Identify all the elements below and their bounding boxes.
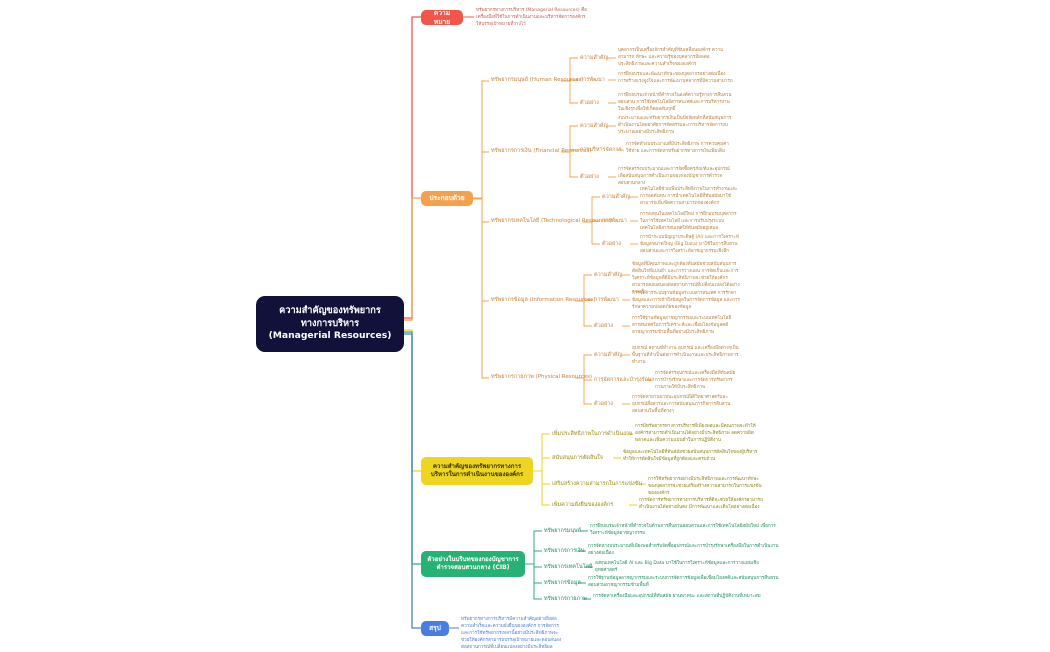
resource-financial-label[interactable]: ทรัพยากรการเงิน (Financial Resources) [491, 148, 592, 154]
resource-info-sub-2-label[interactable]: ตัวอย่าง [594, 323, 613, 329]
resource-physical-label[interactable]: ทรัพยากรกายภาพ (Physical Resources) [491, 374, 593, 380]
resource-tech-sub-1-label[interactable]: การพัฒนา [602, 218, 627, 224]
cib-item-0-label[interactable]: ทรัพยากรมนุษย์ [544, 528, 582, 534]
branch-cib-label[interactable]: ตัวอย่างในบริบทของกองบัญชาการตำรวจสอบสวน… [421, 551, 525, 577]
importance-item-3-detail: การจัดการทรัพยากรทางการบริหารที่ดีจะช่วย… [639, 498, 763, 510]
cib-item-4-label[interactable]: ทรัพยากรกายภาพ [544, 596, 587, 602]
importance-item-2-detail: การใช้ทรัพยากรอย่างมีประสิทธิภาพและการพั… [648, 477, 762, 496]
resource-physical-sub-2-label[interactable]: ตัวอย่าง [594, 401, 613, 407]
branch-importance-label[interactable]: ความสำคัญของทรัพยากรทางการบริหารในการดำเ… [421, 457, 533, 485]
resource-human-sub-2-label[interactable]: ตัวอย่าง [580, 100, 599, 106]
resource-human-sub-1-detail: การฝึกอบรมและพัฒนาทักษะของบุคลากรอย่างต่… [618, 72, 733, 84]
resource-tech-sub-2-detail: การนำระบบปัญญาประดิษฐ์ (AI) และการวิเครา… [640, 235, 739, 254]
resource-tech-sub-2-label[interactable]: ตัวอย่าง [602, 241, 621, 247]
resource-tech-sub-0-detail: เทคโนโลยีช่วยเพิ่มประสิทธิภาพในการทำงานแ… [640, 187, 738, 206]
resource-info-sub-1-detail: การจัดการระบบฐานข้อมูลระบบสารสนเทศ การรั… [632, 291, 740, 310]
resource-technological-label[interactable]: ทรัพยากรเทคโนโลยี (Technological Resourc… [491, 218, 613, 224]
branch-meaning-label[interactable]: ความหมาย [421, 9, 463, 26]
cib-item-3-detail: การใช้ฐานข้อมูลอาชญากรรมและระบบการจัดการ… [588, 576, 779, 588]
resource-info-sub-2-detail: การใช้ฐานข้อมูลอาชญากรรมและระบบเทคโนโลยี… [632, 316, 732, 335]
cib-item-4-detail: การจัดหาเครื่องมือและอุปกรณ์ที่ทันสมัย ย… [593, 594, 761, 599]
importance-item-0-label[interactable]: เพิ่มประสิทธิภาพในการดำเนินงาน [552, 431, 633, 437]
root-line-1: ความสำคัญของทรัพยากร [279, 305, 381, 317]
resource-information-label[interactable]: ทรัพยากรข้อมูล (Information Resources) [491, 297, 596, 303]
branch-conclusion-detail: ทรัพยากรทางการบริหารมีความสำคัญอย่างยิ่ง… [461, 617, 562, 650]
resource-physical-sub-1-detail: การจัดสรรอุปกรณ์และเครื่องมือที่ทันสมัยก… [655, 371, 736, 390]
resource-tech-sub-0-label[interactable]: ความสำคัญ [602, 194, 631, 200]
resource-financial-sub-0-label[interactable]: ความสำคัญ [580, 123, 609, 129]
resource-tech-sub-1-detail: การลงทุนในเทคโนโลยีใหม่ การฝึกอบรมบุคลาก… [640, 212, 737, 231]
importance-item-1-label[interactable]: สนับสนุนการตัดสินใจ [552, 455, 604, 461]
importance-item-3-label[interactable]: เพิ่มความยั่งยืนขององค์กร [552, 502, 614, 508]
resource-human-sub-1-label[interactable]: การพัฒนา [580, 77, 605, 83]
resource-human-sub-2-detail: การฝึกอบรมเจ้าหน้าที่ตำรวจในองค์ความรู้ท… [618, 93, 732, 112]
branch-components-label[interactable]: ประกอบด้วย [421, 191, 473, 206]
resource-info-sub-1-label[interactable]: การพัฒนา [594, 297, 619, 303]
importance-item-1-detail: ข้อมูลและเทคโนโลยีที่ทันสมัยช่วยสนับสนุน… [623, 450, 758, 462]
resource-info-sub-0-label[interactable]: ความสำคัญ [594, 272, 623, 278]
resource-human-label[interactable]: ทรัพยากรมนุษย์ (Human Resources) [491, 77, 584, 83]
cib-item-2-detail: ลงทุนเทคโนโลยี AI และ Big Data มาใช้ในกา… [595, 561, 759, 573]
cib-item-3-label[interactable]: ทรัพยากรข้อมูล [544, 580, 581, 586]
resource-physical-sub-2-detail: การจัดหายานพาหนะอุปกรณ์นิติวิทยาศาสตร์แล… [632, 395, 731, 414]
resource-human-sub-0-detail: บุคลากรเป็นเครื่องจักรสำคัญที่ขับเคลื่อน… [618, 48, 724, 67]
root-node[interactable]: ความสำคัญของทรัพยากร ทางการบริหาร (Manag… [256, 296, 404, 352]
resource-physical-sub-1-label[interactable]: การจัดการและบำรุงรักษา [594, 377, 655, 383]
resource-physical-sub-0-detail: อุปกรณ์ สถานที่ทำงาน อุปกรณ์ และเครื่องม… [632, 346, 739, 365]
resource-physical-sub-0-label[interactable]: ความสำคัญ [594, 352, 623, 358]
cib-item-1-label[interactable]: ทรัพยากรการเงิน [544, 548, 585, 554]
cib-item-0-detail: การฝึกอบรมเจ้าหน้าที่ตำรวจในด้านการสืบสว… [590, 524, 776, 536]
root-line-3: (Managerial Resources) [268, 330, 392, 342]
resource-financial-sub-0-detail: งบประมาณและทรัพยากรเงินเป็นปัจจัยหลักที่… [618, 116, 732, 135]
root-line-2: ทางการบริหาร [300, 317, 360, 329]
branch-conclusion-label[interactable]: สรุป [421, 621, 449, 636]
branch-meaning-detail: ทรัพยากรทางการบริหาร (Managerial Resourc… [476, 8, 587, 27]
resource-human-sub-0-label[interactable]: ความสำคัญ [580, 55, 609, 61]
importance-item-2-label[interactable]: เสริมสร้างความสามารถในการแข่งขัน [552, 481, 643, 487]
resource-info-sub-0-detail: ข้อมูลที่มีคุณภาพและถูกต้องทันสมัยช่วยสน… [632, 262, 740, 295]
resource-financial-sub-2-detail: การจัดสรรงบประมาณและการจัดซื้อครุภัณฑ์แล… [618, 167, 730, 186]
importance-item-0-detail: การมีทรัพยากรทางการบริหารที่เพียงพอและมี… [635, 424, 756, 443]
resource-financial-sub-2-label[interactable]: ตัวอย่าง [580, 174, 599, 180]
resource-financial-sub-1-label[interactable]: การบริหารจัดการ [580, 147, 622, 153]
cib-item-2-label[interactable]: ทรัพยากรเทคโนโลยี [544, 564, 593, 570]
resource-financial-sub-1-detail: การจัดทำงบประมาณที่มีประสิทธิภาพ การควบค… [626, 142, 729, 154]
cib-item-1-detail: การจัดหางบประมาณที่เพียงพอสำหรับจัดซื้ออ… [588, 544, 779, 556]
